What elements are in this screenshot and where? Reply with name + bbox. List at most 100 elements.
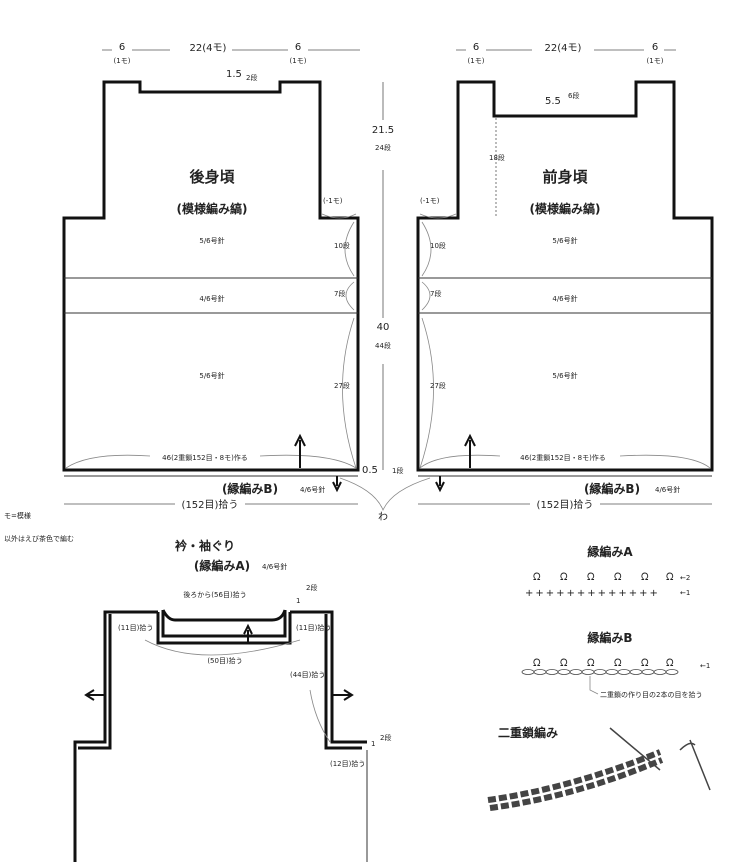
rows-label: 24段 [375,143,391,152]
rows-label: 2段 [306,583,317,592]
rows-label: 27段 [430,381,446,390]
piece-subtitle: (模様編み縞) [177,201,248,216]
stitch-title: 縁編みB [587,630,632,645]
stitch-title: 二重鎖編み [498,725,558,740]
cast-on-label: 46(2重鎖152目・8モ)作る [162,453,248,462]
rows-label: 1段 [392,466,403,475]
svg-text:ᘯ: ᘯ [533,572,541,583]
svg-text:ᘯ: ᘯ [560,658,568,669]
legend-note: モ=模様 [4,511,31,520]
dim-label: (1モ) [114,57,131,65]
svg-text:ᘯ: ᘯ [641,572,649,583]
color-note: 以外はえび茶色で編む [4,534,74,543]
dim-label: 6 [652,42,658,53]
needle-label: 4/6号針 [300,485,325,494]
rows-label: 1 [371,740,375,748]
rows-label: 7段 [334,289,345,298]
needle-label: 4/6号針 [199,294,224,303]
rows-label: 18段 [489,153,505,162]
direction-arrow-icon [464,433,476,468]
rows-label: 2段 [380,733,391,742]
svg-text:ᘯ: ᘯ [641,658,649,669]
needle-label: 5/6号針 [199,371,224,380]
dim-label: 6 [473,42,479,53]
rows-label: 44段 [375,341,391,350]
dim-label: 40 [377,322,390,333]
needle-label: 4/6号針 [552,294,577,303]
direction-arrow-icon [332,689,354,701]
loop-label: わ [378,511,388,523]
pickup-label: (152目)拾う [537,498,594,511]
direction-arrow-icon [243,623,253,643]
dim-label: (1モ) [468,57,485,65]
needle-label: 5/6号針 [552,371,577,380]
dim-label: 21.5 [372,125,394,136]
needle-label: 5/6号針 [552,236,577,245]
pickup-label: (44目)拾う [290,670,325,679]
stitch-symbols: +++++++++++++ [525,588,660,599]
direction-arrow-icon [84,689,105,701]
pickup-label: (11目)拾う [296,623,331,632]
crochet-hook-icon [609,727,711,791]
direction-arrow-icon [332,476,342,493]
back-piece: 6 (1モ) 22(4モ) 6 (1モ) 1.5 2段 後身頃 (模様編み縞) … [62,42,360,511]
svg-text:ᘯ: ᘯ [614,572,622,583]
stitch-chart-a: 縁編みA ᘯ ᘯ ᘯ ᘯ ᘯ ᘯ +++++++++++++ ←2 ←1 [525,544,690,599]
dim-label: 0.5 [362,465,378,476]
front-piece: 6 (1モ) 22(4モ) 6 (1モ) 5.5 6段 18段 前身頃 (模様編… [416,42,714,511]
svg-text:ᘯ: ᘯ [587,572,595,583]
svg-text:ᘯ: ᘯ [666,572,674,583]
collar-diagram: 衿・袖ぐり (縁編みA) 4/6号針 後ろから(56目)拾う 1 2段 (11目… [73,538,391,862]
cast-on-label: 46(2重鎖152目・8モ)作る [520,453,606,462]
pickup-label: 後ろから(56目)拾う [183,590,246,599]
stitch-chart-b: 縁編みB ᘯ ᘯ ᘯ ᘯ ᘯ ᘯ ←1 二重鎖の作り目の2本の目を拾う [521,630,710,699]
dim-label: 5.5 [545,96,561,107]
needle-label: 4/6号針 [262,562,287,571]
direction-arrow-icon [435,476,445,493]
dim-label: 2段 [246,73,257,82]
piece-title: 前身頃 [542,168,588,186]
piece-title: 後身頃 [188,168,235,186]
back-outline [62,80,360,472]
svg-text:ᘯ: ᘯ [533,658,541,669]
direction-arrow-icon [294,433,306,468]
pickup-label: (11目)拾う [118,623,153,632]
needle-label: 4/6号針 [655,485,680,494]
piece-subtitle: (模様編み縞) [530,201,601,216]
needle-label: 5/6号針 [199,236,224,245]
section-subtitle: (縁編みA) [194,558,250,573]
rows-label: 7段 [430,289,441,298]
chain-stitch [487,749,664,811]
row-marker: ←1 [700,662,710,670]
svg-text:ᘯ: ᘯ [587,658,595,669]
dim-label: (1モ) [290,57,307,65]
center-dimensions: 21.5 24段 40 44段 0.5 1段 わ [339,82,431,523]
dim-label: 1.5 [226,69,242,80]
section-title: 衿・袖ぐり [175,538,235,553]
pickup-label: (12目)拾う [330,759,365,768]
stitch-note: 二重鎖の作り目の2本の目を拾う [600,690,702,699]
dim-label: (1モ) [647,57,664,65]
front-outline [416,80,714,472]
pickup-label: (152目)拾う [182,498,239,511]
border-label: (縁編みB) [584,481,640,496]
rows-label: 1 [296,597,300,605]
dim-label: (-1モ) [420,197,440,205]
double-chain-illustration: 二重鎖編み [487,725,711,811]
dim-label: 6 [295,42,301,53]
row-marker: ←1 [680,589,690,597]
rows-label: 10段 [334,241,350,250]
stitch-title: 縁編みA [587,544,633,559]
svg-text:ᘯ: ᘯ [666,658,674,669]
dim-label: 6 [119,42,125,53]
row-marker: ←2 [680,574,690,582]
rows-label: 6段 [568,91,579,100]
border-label: (縁編みB) [222,481,278,496]
dim-label: 22(4モ) [545,43,582,54]
pickup-label: (50目)拾う [207,656,242,665]
svg-text:ᘯ: ᘯ [614,658,622,669]
rows-label: 27段 [334,381,350,390]
rows-label: 10段 [430,241,446,250]
svg-text:ᘯ: ᘯ [560,572,568,583]
